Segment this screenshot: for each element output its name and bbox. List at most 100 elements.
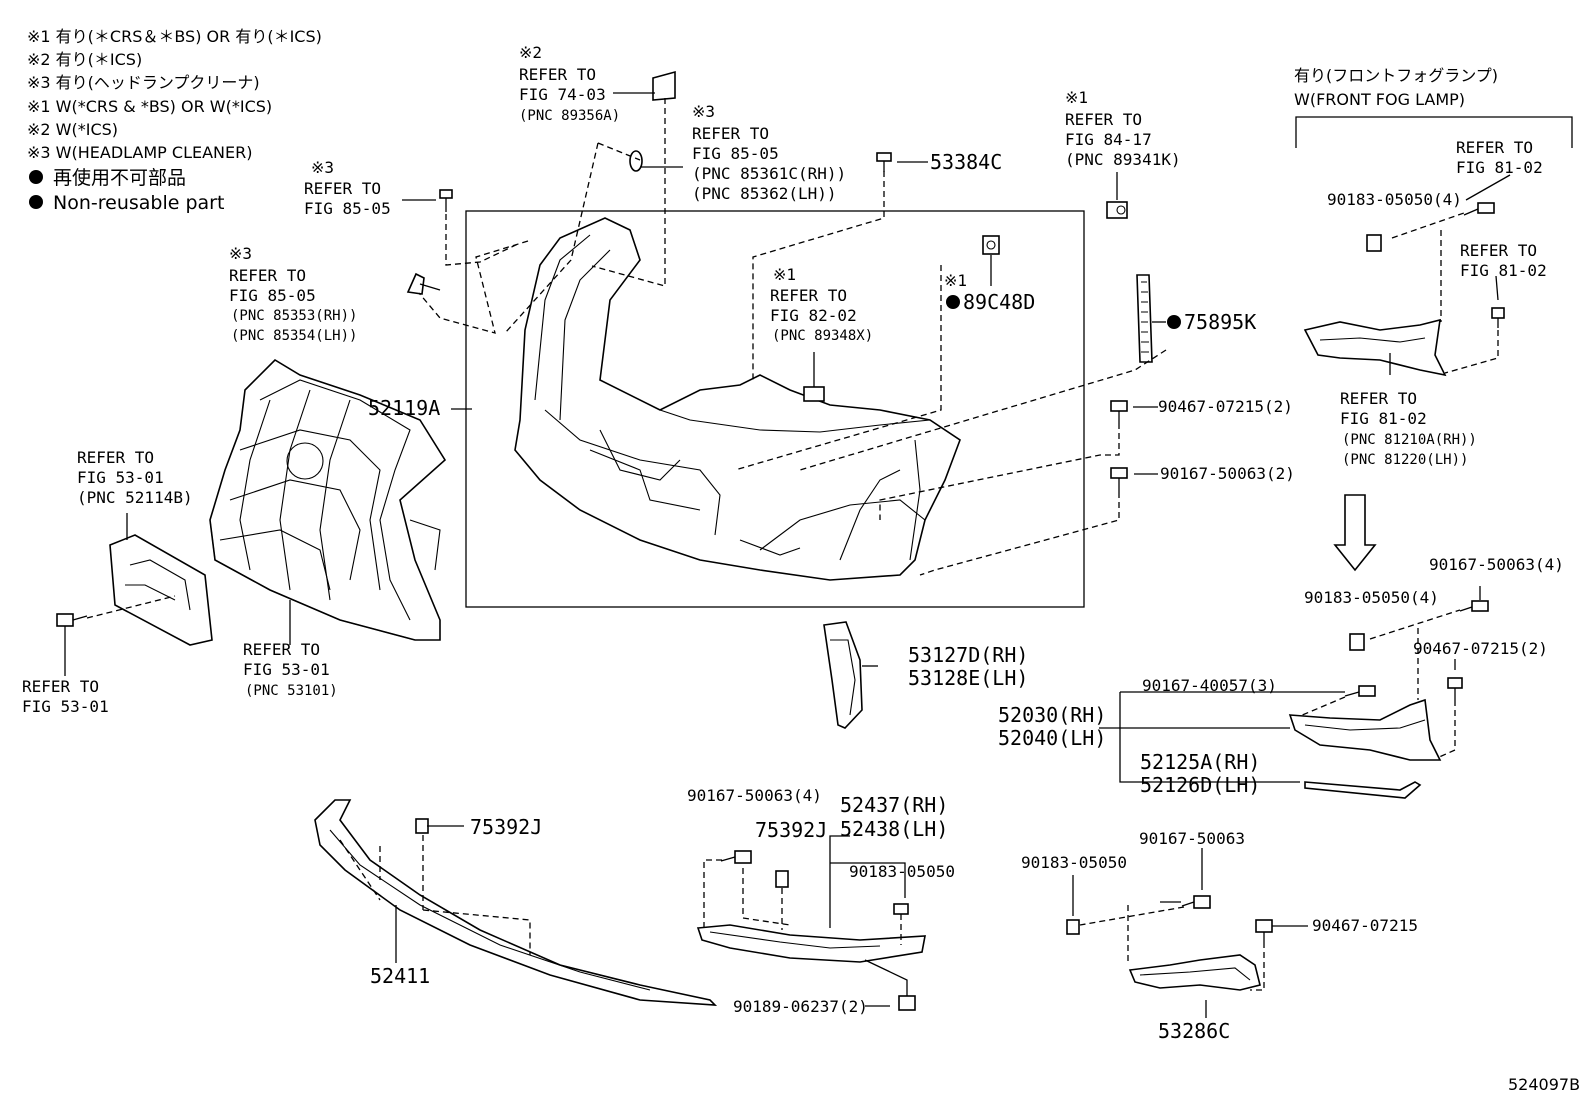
refer-r7[interactable]: REFER TO FIG 53-01 (PNC 52114B) bbox=[77, 448, 193, 507]
clip-icon bbox=[1349, 633, 1365, 651]
fastener-icons bbox=[56, 70, 1505, 1011]
bolt-icon bbox=[1181, 895, 1211, 909]
legend-line-7: 再使用不可部品 bbox=[53, 167, 186, 189]
refer-r1[interactable]: ※2 REFER TO FIG 74-03 (PNC 89356A) bbox=[519, 43, 620, 124]
refer-r9[interactable]: REFER TO FIG 53-01 bbox=[22, 677, 109, 716]
refer-r6[interactable]: ※1 REFER TO FIG 84-17 (PNC 89341K) bbox=[1065, 88, 1181, 169]
part-number-90167-50063[interactable]: 90167-50063 bbox=[1139, 829, 1245, 848]
part-number-90183-05050-b[interactable]: 90183-05050 bbox=[1021, 853, 1127, 872]
part-number-90189-06237-2[interactable]: 90189-06237(2) bbox=[733, 997, 868, 1016]
refer-r5[interactable]: ※1 REFER TO FIG 82-02 (PNC 89348X) bbox=[770, 265, 873, 344]
fog-molding-part[interactable] bbox=[1304, 781, 1422, 799]
refer-r12[interactable]: REFER TO FIG 81-02 (PNC 81210A(RH)) (PNC… bbox=[1340, 389, 1477, 468]
bolt-icon bbox=[1447, 677, 1463, 700]
bolt-icon bbox=[720, 850, 752, 864]
refer-r2[interactable]: ※3 REFER TO FIG 85-05 (PNC 85361C(RH)) (… bbox=[692, 102, 846, 203]
arrow-down-icon bbox=[1333, 494, 1377, 572]
part-number-90467-07215-2[interactable]: 90467-07215(2) bbox=[1158, 397, 1293, 416]
part-number-90183-05050[interactable]: 90183-05050 bbox=[849, 862, 955, 881]
clip-icon bbox=[1491, 307, 1505, 328]
part-number-89C48D[interactable]: 89C48D bbox=[963, 290, 1035, 314]
fog-lamp-header: 有り(フロントフォグランプ) W(FRONT FOG LAMP) bbox=[1294, 66, 1573, 148]
under-cover-part[interactable] bbox=[1128, 954, 1261, 991]
fog-lamp-part[interactable] bbox=[1303, 318, 1447, 377]
part-number-52126D[interactable]: 52126D(LH) bbox=[1140, 773, 1260, 797]
legend-line-2: ※2 有り(＊ICS) bbox=[27, 50, 142, 69]
part-number-52125A[interactable]: 52125A(RH) bbox=[1140, 750, 1260, 774]
ref-text: REFER TO bbox=[770, 286, 847, 305]
part-number-75392J-b[interactable]: 75392J bbox=[755, 818, 827, 842]
refer-r4[interactable]: ※3 REFER TO FIG 85-05 (PNC 85353(RH)) (P… bbox=[229, 244, 357, 344]
bolt-icon bbox=[439, 189, 453, 212]
part-number-52437[interactable]: 52437(RH) bbox=[840, 793, 948, 817]
ref-pnc: (PNC 89356A) bbox=[519, 108, 620, 124]
ref-mark: ※3 bbox=[229, 244, 252, 263]
part-number-52411[interactable]: 52411 bbox=[370, 964, 430, 988]
part-number-90183-05050-4b[interactable]: 90183-05050(4) bbox=[1304, 588, 1439, 607]
ref-fig: FIG 53-01 bbox=[243, 660, 330, 679]
ref-mark: ※1 bbox=[1065, 88, 1088, 107]
ref-fig: FIG 81-02 bbox=[1460, 261, 1547, 280]
refer-r11[interactable]: REFER TO FIG 81-02 bbox=[1460, 241, 1547, 280]
part-labels: 53384C ※1 89C48D 75895K 52119A 90467-072… bbox=[368, 150, 1580, 1094]
ref-pnc: (PNC 85362(LH)) bbox=[692, 184, 837, 203]
part-number-75895K[interactable]: 75895K bbox=[1184, 310, 1256, 334]
ref-text: REFER TO bbox=[243, 640, 320, 659]
side-marker-part[interactable] bbox=[823, 621, 878, 729]
bolt-icon bbox=[1344, 685, 1376, 697]
refer-r3[interactable]: ※3 REFER TO FIG 85-05 bbox=[304, 158, 391, 218]
ref-mark: ※3 bbox=[311, 158, 334, 177]
ref-fig: FIG 82-02 bbox=[770, 306, 857, 325]
ref-fig: FIG 81-02 bbox=[1456, 158, 1543, 177]
ref-pnc: (PNC 89348X) bbox=[772, 328, 873, 344]
lower-molding-part[interactable] bbox=[696, 924, 926, 963]
clip-icon bbox=[775, 870, 789, 888]
sensor-icon bbox=[1106, 201, 1128, 219]
clip-icon bbox=[893, 903, 909, 915]
ref-text: REFER TO bbox=[229, 266, 306, 285]
ref-pnc: (PNC 81220(LH)) bbox=[1342, 452, 1468, 468]
part-number-52438[interactable]: 52438(LH) bbox=[840, 817, 948, 841]
cover-icon bbox=[652, 70, 676, 101]
ref-text: REFER TO bbox=[22, 677, 99, 696]
ref-fig: FIG 85-05 bbox=[692, 144, 779, 163]
part-number-90467-07215-2b[interactable]: 90467-07215(2) bbox=[1413, 639, 1548, 658]
part-number-75392J[interactable]: 75392J bbox=[470, 815, 542, 839]
bumper-cover-part[interactable] bbox=[514, 217, 961, 581]
part-number-90467-07215[interactable]: 90467-07215 bbox=[1312, 916, 1418, 935]
seal-strip-part[interactable] bbox=[1136, 274, 1153, 363]
part-number-53127D[interactable]: 53127D(RH) bbox=[908, 643, 1028, 667]
lower-spoiler-part[interactable] bbox=[314, 799, 718, 1006]
license-bracket-part[interactable] bbox=[109, 534, 213, 646]
part-number-53286C[interactable]: 53286C bbox=[1158, 1019, 1230, 1043]
ref-pnc: (PNC 85361C(RH)) bbox=[692, 164, 846, 183]
part-number-53128E[interactable]: 53128E(LH) bbox=[908, 666, 1028, 690]
diagram-id: 524097B bbox=[1508, 1075, 1580, 1094]
radiator-grille-part[interactable] bbox=[209, 358, 447, 641]
non-reusable-dot-icon bbox=[946, 295, 960, 309]
refer-r8[interactable]: REFER TO FIG 53-01 (PNC 53101) bbox=[243, 640, 338, 699]
ref-mark: ※2 bbox=[519, 43, 542, 62]
part-number-90167-50063-2[interactable]: 90167-50063(2) bbox=[1160, 464, 1295, 483]
part-number-90167-40057-3[interactable]: 90167-40057(3) bbox=[1142, 676, 1277, 695]
fog-cover-part[interactable] bbox=[1288, 698, 1442, 761]
part-number-52030[interactable]: 52030(RH) bbox=[998, 703, 1106, 727]
clip-icon bbox=[415, 818, 429, 834]
part-number-53384C[interactable]: 53384C bbox=[930, 150, 1002, 174]
ref-text: REFER TO bbox=[1340, 389, 1417, 408]
part-number-90183-05050-4[interactable]: 90183-05050(4) bbox=[1327, 190, 1462, 209]
part-number-52119A[interactable]: 52119A bbox=[368, 396, 440, 420]
part-number-90167-50063-4c[interactable]: 90167-50063(4) bbox=[687, 786, 822, 805]
part-number-52040[interactable]: 52040(LH) bbox=[998, 726, 1106, 750]
ref-text: REFER TO bbox=[1456, 138, 1533, 157]
ref-text: REFER TO bbox=[692, 124, 769, 143]
ref-text: REFER TO bbox=[1065, 110, 1142, 129]
part-number-90167-50063-4[interactable]: 90167-50063(4) bbox=[1429, 555, 1564, 574]
cap-icon bbox=[629, 150, 643, 172]
clip-icon bbox=[898, 995, 916, 1011]
bolt-icon bbox=[1255, 919, 1273, 942]
clip-icon bbox=[876, 152, 892, 172]
fog-header-en: W(FRONT FOG LAMP) bbox=[1294, 90, 1465, 109]
bolt-icon bbox=[1110, 400, 1128, 423]
refer-r10[interactable]: REFER TO FIG 81-02 bbox=[1456, 138, 1543, 177]
